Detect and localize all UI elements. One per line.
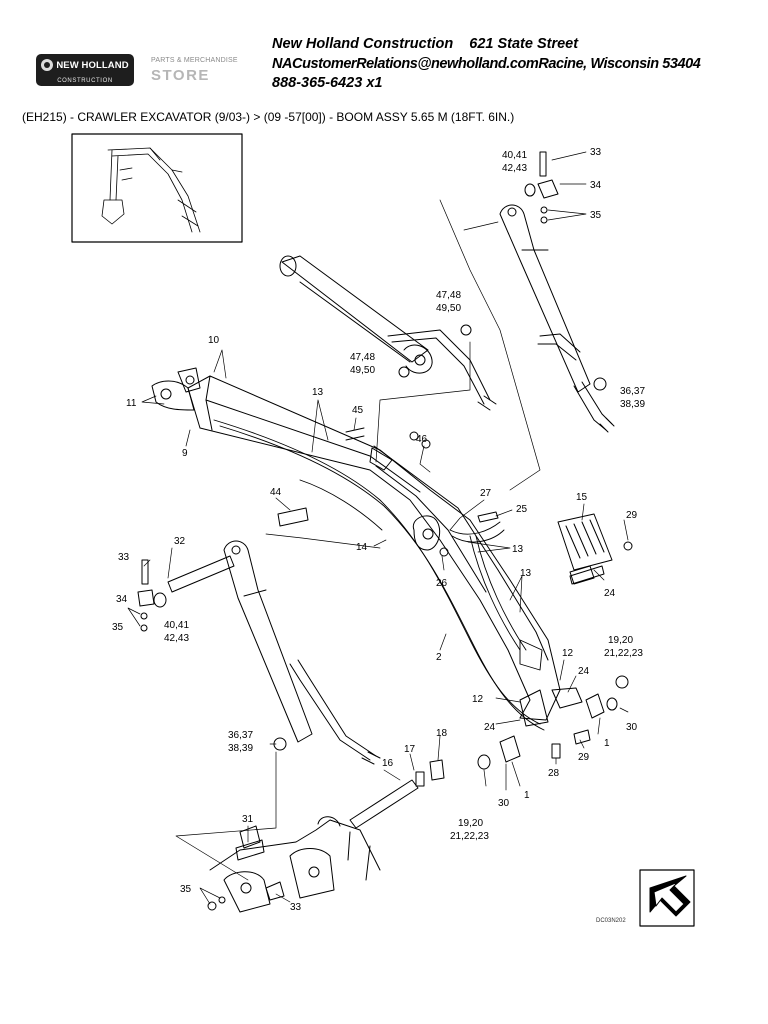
- callout-13: 13: [520, 568, 532, 579]
- callout-19-20: 19,20: [458, 818, 483, 829]
- callout-12: 12: [472, 694, 484, 705]
- callout-38-39: 38,39: [620, 399, 645, 410]
- callout-36-37: 36,37: [228, 730, 253, 741]
- callout-9: 9: [182, 448, 188, 459]
- callout-42-43: 42,43: [164, 633, 189, 644]
- header-line-2: NACustomerRelations@newholland.comRacine…: [272, 56, 701, 72]
- callout-12: 12: [562, 648, 574, 659]
- new-holland-logo: NEW HOLLAND CONSTRUCTION: [36, 54, 134, 86]
- callout-21-22-23: 21,22,23: [450, 831, 489, 842]
- breadcrumb: (EH215) - CRAWLER EXCAVATOR (9/03-) > (0…: [22, 110, 515, 124]
- pins-and-shafts: [167, 427, 605, 861]
- company-name: New Holland Construction: [272, 36, 454, 52]
- callout-35: 35: [590, 210, 602, 221]
- callout-33: 33: [590, 147, 602, 158]
- callout-19-20: 19,20: [608, 635, 633, 646]
- callout-25: 25: [516, 504, 528, 515]
- hydraulic-lines: [213, 419, 545, 731]
- callout-31: 31: [242, 814, 254, 825]
- callout-13: 13: [312, 387, 324, 398]
- callout-46: 46: [416, 434, 428, 445]
- callout-24: 24: [578, 666, 590, 677]
- callout-47-48: 47,48: [436, 290, 461, 301]
- callout-2: 2: [436, 652, 442, 663]
- callout-42-43: 42,43: [502, 163, 527, 174]
- store-wordmark: STORE: [151, 67, 210, 84]
- callout-28: 28: [548, 768, 560, 779]
- callout-26: 26: [436, 578, 448, 589]
- callout-10: 10: [208, 335, 220, 346]
- callout-40-41: 40,41: [502, 150, 527, 161]
- store-tagline: PARTS & MERCHANDISE: [151, 57, 238, 64]
- callout-17: 17: [404, 744, 416, 755]
- callout-36-37: 36,37: [620, 386, 645, 397]
- callout-16: 16: [382, 758, 394, 769]
- callout-1: 1: [604, 738, 610, 749]
- street-address: 621 State Street: [469, 36, 579, 52]
- callout-45: 45: [352, 405, 364, 416]
- callout-30: 30: [498, 798, 510, 809]
- callout-49-50: 49,50: [436, 303, 461, 314]
- callout-27: 27: [480, 488, 492, 499]
- logo-brand: NEW HOLLAND: [56, 59, 129, 71]
- callout-14: 14: [356, 542, 368, 553]
- bushings-washers-bolts: [137, 151, 633, 911]
- callout-32: 32: [174, 536, 186, 547]
- callout-24: 24: [484, 722, 496, 733]
- city-state: Racine, Wisconsin 53404: [538, 56, 701, 72]
- boom-foot-bracket: [209, 816, 381, 913]
- callout-44: 44: [270, 487, 282, 498]
- callout-30: 30: [626, 722, 638, 733]
- callout-33: 33: [290, 902, 302, 913]
- callout-49-50: 49,50: [350, 365, 375, 376]
- navigation-arrow-box: [639, 869, 695, 927]
- callout-labels: 33 34 35 40,41 42,43 47,48 49,50 47,48 4…: [112, 147, 645, 924]
- logo-sub: CONSTRUCTION: [57, 78, 113, 84]
- callout-40-41: 40,41: [164, 620, 189, 631]
- callout-35: 35: [180, 884, 192, 895]
- callout-38-39: 38,39: [228, 743, 253, 754]
- callout-13: 13: [512, 544, 524, 555]
- callout-29: 29: [626, 510, 638, 521]
- callout-29: 29: [578, 752, 590, 763]
- callout-33: 33: [118, 552, 130, 563]
- callout-1: 1: [524, 790, 530, 801]
- header-line-1: New Holland Construction 621 State Street: [272, 36, 578, 52]
- diagram-code: DC03N202: [596, 918, 626, 924]
- callout-24: 24: [604, 588, 616, 599]
- callout-34: 34: [116, 594, 128, 605]
- leader-lines: [127, 151, 629, 905]
- callout-11: 11: [126, 398, 137, 409]
- leaf-icon: [41, 59, 54, 71]
- email-link[interactable]: NACustomerRelations@newholland.com: [272, 56, 539, 72]
- callout-15: 15: [576, 492, 588, 503]
- upper-hydraulic-cylinder: [279, 255, 497, 411]
- lower-cylinder: [223, 540, 381, 765]
- callout-18: 18: [436, 728, 448, 739]
- valve-block: [557, 513, 613, 585]
- arm-cylinder: [499, 204, 615, 433]
- phone-number: 888-365-6423 x1: [272, 75, 383, 91]
- callout-21-22-23: 21,22,23: [604, 648, 643, 659]
- inset-thumbnail-frame: [71, 133, 243, 243]
- callout-34: 34: [590, 180, 602, 191]
- inset-excavator-sketch: [101, 147, 201, 233]
- callout-35: 35: [112, 622, 124, 633]
- callout-47-48: 47,48: [350, 352, 375, 363]
